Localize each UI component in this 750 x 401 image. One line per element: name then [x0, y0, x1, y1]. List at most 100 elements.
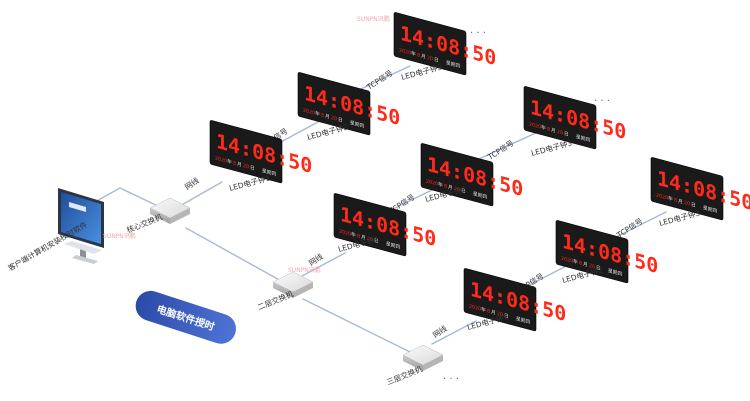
svg-text:2020: 2020: [656, 192, 668, 201]
svg-text:日: 日: [504, 313, 509, 320]
more-ellipsis: · · ·: [443, 374, 459, 385]
svg-text:8: 8: [547, 126, 550, 133]
clock-panel: [297, 72, 371, 136]
svg-text:20: 20: [454, 186, 460, 194]
svg-text:月: 月: [491, 309, 496, 316]
svg-text:星期四: 星期四: [608, 268, 622, 278]
svg-text:日: 日: [691, 202, 696, 209]
svg-text:星期四: 星期四: [386, 241, 400, 251]
clock-date-row: 2020 年 8 月 20 日 星期四: [529, 121, 590, 144]
clock-panel: [555, 220, 629, 284]
computer-icon: [58, 188, 104, 264]
network-switch-icon: [402, 344, 444, 371]
svg-text:星期四: 星期四: [703, 205, 717, 215]
clock-panel: [523, 86, 597, 150]
watermark: SUNPN讯鹏: [288, 266, 321, 274]
svg-text:年: 年: [481, 306, 486, 314]
svg-text:日: 日: [250, 165, 255, 172]
clock-panel: [333, 193, 407, 257]
svg-text:2020: 2020: [303, 107, 315, 116]
svg-text:20: 20: [684, 200, 690, 208]
svg-text:月: 月: [325, 113, 330, 120]
tcp-label-2b: TCP信号: [485, 138, 516, 163]
svg-text:2020: 2020: [469, 303, 481, 312]
clock-label: LED电子钟3: [658, 207, 701, 228]
network-switch-icon: [149, 197, 191, 224]
clock-panel: [209, 120, 283, 184]
clock-date-row: 2020 年 8 月 20 日 星期四: [399, 47, 460, 70]
svg-text:20: 20: [497, 311, 503, 319]
svg-text:8: 8: [487, 308, 490, 315]
svg-text:2020: 2020: [529, 121, 541, 130]
svg-text:年: 年: [411, 50, 416, 58]
svg-text:8: 8: [417, 52, 420, 59]
link-clock2b-clock3b: [469, 131, 539, 164]
network-switch-icon: [272, 271, 314, 298]
link-clock1b-clock2b: [384, 185, 441, 214]
svg-text:日: 日: [434, 57, 439, 64]
svg-text:2020: 2020: [399, 47, 411, 56]
lan-label-1: 网线: [183, 175, 201, 192]
switch2-label: 二层交换机: [256, 288, 295, 312]
svg-text:日: 日: [338, 117, 343, 124]
clock-panel: [463, 268, 537, 332]
svg-text:8: 8: [321, 112, 324, 119]
svg-text:星期四: 星期四: [446, 60, 460, 70]
svg-text:20: 20: [243, 163, 249, 171]
svg-text:2020: 2020: [561, 255, 573, 264]
svg-text:月: 月: [361, 234, 366, 241]
clock-date-row: 2020 年 8 月 20 日 星期四: [303, 107, 364, 130]
clock-panel: [393, 12, 467, 76]
svg-text:年: 年: [573, 258, 578, 266]
link-switch2-switch3: [302, 298, 411, 353]
svg-text:星期四: 星期四: [473, 191, 487, 201]
svg-text:日: 日: [596, 265, 601, 272]
svg-text:星期四: 星期四: [262, 168, 276, 178]
svg-text:2020: 2020: [339, 228, 351, 237]
clock-date-row: 2020 年 8 月 20 日 星期四: [426, 178, 487, 201]
clock-panel: [420, 143, 494, 207]
svg-text:星期四: 星期四: [576, 134, 590, 144]
svg-text:星期四: 星期四: [350, 120, 364, 130]
clock-label: LED电子钟3: [530, 137, 573, 158]
clock-date-row: 2020 年 8 月 20 日 星期四: [561, 255, 622, 278]
svg-text:20: 20: [589, 263, 595, 271]
more-ellipsis: · · ·: [470, 28, 486, 39]
clock-date-row: 2020 年 8 月 20 日 星期四: [339, 228, 400, 251]
led-clock-icon: 14:08:50 2020 年 8 月 20 日 星期四: [297, 72, 400, 136]
core-switch-label: 核心交换机: [125, 211, 164, 235]
switch3-label: 三层交换机: [385, 363, 424, 387]
svg-text:月: 月: [551, 127, 556, 134]
svg-text:8: 8: [233, 160, 236, 167]
clock-label: LED电子钟1: [228, 172, 271, 193]
clock-date-row: 2020 年 8 月 20 日 星期四: [469, 303, 530, 325]
watermarks: SUNPN讯鹏 SUNPN讯鹏 SUNPN讯鹏: [103, 15, 390, 274]
clock-panel: [650, 157, 724, 221]
svg-text:月: 月: [237, 161, 242, 168]
svg-text:年: 年: [351, 231, 356, 239]
clock-date-row: 2020 年 8 月 20 日 星期四: [215, 155, 276, 178]
software-timing-badge: 电脑软件授时: [135, 290, 237, 344]
clock-label: LED电子钟3: [400, 61, 443, 82]
svg-text:日: 日: [461, 188, 466, 195]
clock-date-row: 2020 年 8 月 20 日 星期四: [656, 192, 717, 215]
link-switch3-clock1c: [431, 320, 477, 345]
svg-text:年: 年: [668, 195, 673, 203]
watermark: SUNPN讯鹏: [357, 15, 390, 23]
svg-text:8: 8: [579, 260, 582, 267]
watermark: SUNPN讯鹏: [103, 232, 136, 240]
svg-text:2020: 2020: [426, 178, 438, 187]
svg-text:月: 月: [448, 184, 453, 191]
svg-text:年: 年: [227, 158, 232, 166]
svg-text:20: 20: [331, 115, 337, 123]
svg-text:月: 月: [583, 261, 588, 268]
led-clock-icon: 14:08:50 2020 年 8 月 20 日 星期四: [463, 268, 566, 332]
link-core-switch2: [185, 227, 284, 283]
svg-text:8: 8: [674, 197, 677, 204]
svg-text:月: 月: [678, 198, 683, 205]
svg-text:日: 日: [374, 238, 379, 245]
more-ellipsis: · · ·: [594, 96, 610, 107]
svg-text:年: 年: [315, 110, 320, 118]
link-core-clock1a: [177, 181, 223, 208]
